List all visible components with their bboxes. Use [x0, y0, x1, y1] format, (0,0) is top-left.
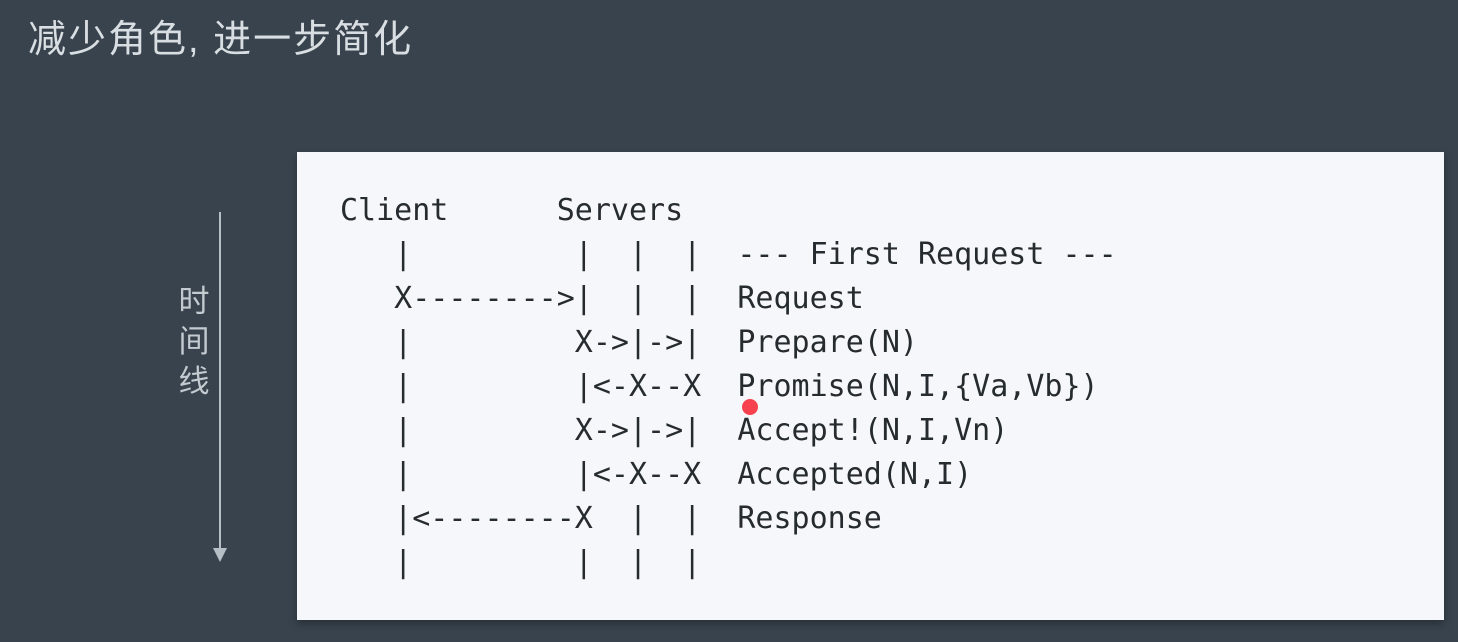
timeline-arrowhead-icon — [213, 548, 227, 562]
laser-pointer-dot — [742, 399, 758, 415]
ascii-sequence-diagram: Client Servers | | | | --- First Request… — [340, 193, 1117, 580]
timeline-label: 时间线 — [178, 284, 210, 399]
timeline-arrow-shaft — [219, 212, 221, 550]
timeline-arrow-icon — [212, 212, 228, 564]
diagram-panel: Client Servers | | | | --- First Request… — [297, 152, 1444, 620]
slide-title: 减少角色, 进一步简化 — [28, 19, 414, 61]
